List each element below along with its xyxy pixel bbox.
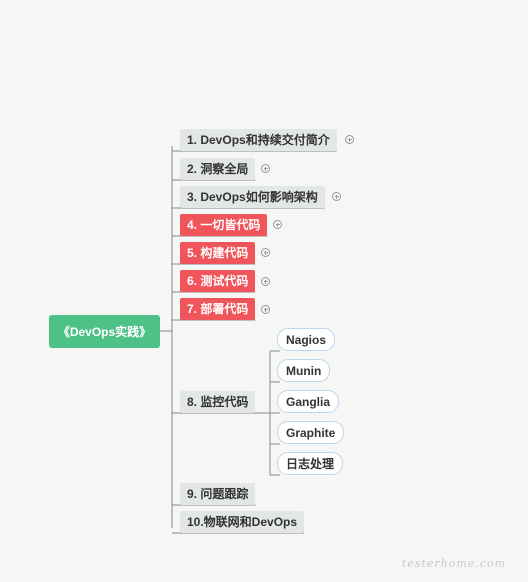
expand-icon[interactable] [261,248,270,257]
expand-icon[interactable] [261,277,270,286]
branch-build-code[interactable]: 5. 构建代码 [180,242,256,264]
leaf-ganglia[interactable]: Ganglia [277,390,340,413]
expand-icon[interactable] [261,164,270,173]
watermark: testerhome.com [401,557,506,570]
branch-overview[interactable]: 2. 洞察全局 [180,158,256,180]
leaf-munin[interactable]: Munin [277,359,331,382]
branch-iot-devops[interactable]: 10.物联网和DevOps [180,511,305,533]
branch-devops-intro[interactable]: 1. DevOps和持续交付简介 [180,129,337,151]
root-node[interactable]: 《DevOps实践》 [49,315,160,348]
branch-everything-code[interactable]: 4. 一切皆代码 [180,214,268,236]
expand-icon[interactable] [332,192,341,201]
expand-icon[interactable] [345,135,354,144]
branch-test-code[interactable]: 6. 测试代码 [180,270,256,292]
leaf-nagios[interactable]: Nagios [277,328,336,351]
branch-monitor-code[interactable]: 8. 监控代码 [180,391,256,413]
branch-issue-tracking[interactable]: 9. 问题跟踪 [180,483,256,505]
leaf-graphite[interactable]: Graphite [277,421,345,444]
branch-architecture[interactable]: 3. DevOps如何影响架构 [180,186,325,208]
expand-icon[interactable] [273,220,282,229]
leaf-log-processing[interactable]: 日志处理 [277,452,344,475]
branch-deploy-code[interactable]: 7. 部署代码 [180,298,256,320]
expand-icon[interactable] [261,305,270,314]
